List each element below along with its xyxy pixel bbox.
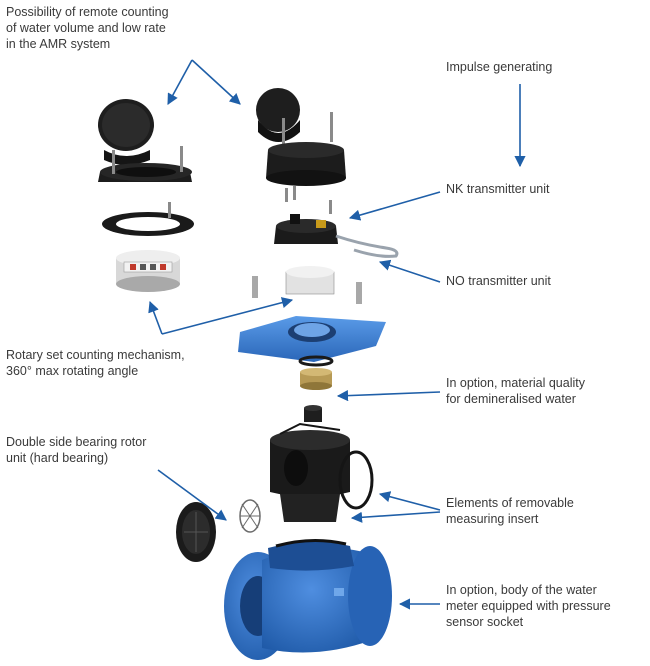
label-no-transmitter: NO transmitter unit [446, 274, 551, 288]
label-removable-insert: Elements of removable measuring insert [446, 496, 574, 526]
arrow-icon [167, 59, 193, 105]
label-body-pressure: In option, body of the water meter equip… [446, 583, 611, 629]
measuring-insert [270, 422, 374, 522]
arrow-icon [161, 297, 294, 335]
left-cover [98, 146, 192, 182]
small-cap [304, 405, 322, 422]
screws [285, 186, 332, 214]
arrow-icon [191, 59, 241, 105]
left-ring [102, 202, 194, 236]
center-lid [256, 88, 333, 148]
brass-fitting [300, 368, 332, 390]
left-lid [98, 99, 154, 165]
label-impulse-generating: Impulse generating [446, 60, 553, 74]
label-rotor-unit: Double side bearing rotor unit (hard bea… [6, 435, 147, 465]
blue-flange [238, 316, 386, 362]
o-ring [298, 355, 334, 367]
rotor-unit [176, 499, 261, 562]
meter-body [224, 538, 392, 660]
leader-arrows [148, 59, 526, 610]
transmitter-unit [274, 214, 399, 258]
arrow-icon [378, 491, 441, 511]
arrow-icon [148, 300, 163, 335]
label-remote-counting: Possibility of remote counting of water … [6, 5, 169, 51]
arrow-icon [336, 390, 441, 402]
arrow-icon [348, 191, 441, 221]
label-rotary-mechanism: Rotary set counting mechanism, 360° max … [6, 348, 185, 378]
arrow-icon [378, 259, 441, 283]
label-material-quality: In option, material quality for deminera… [446, 376, 585, 406]
arrow-icon [350, 511, 441, 523]
counting-mechanism [116, 250, 180, 292]
label-nk-transmitter: NK transmitter unit [446, 182, 550, 196]
arrow-icon [157, 469, 227, 521]
counter-register [252, 266, 362, 304]
center-cover [266, 142, 346, 186]
